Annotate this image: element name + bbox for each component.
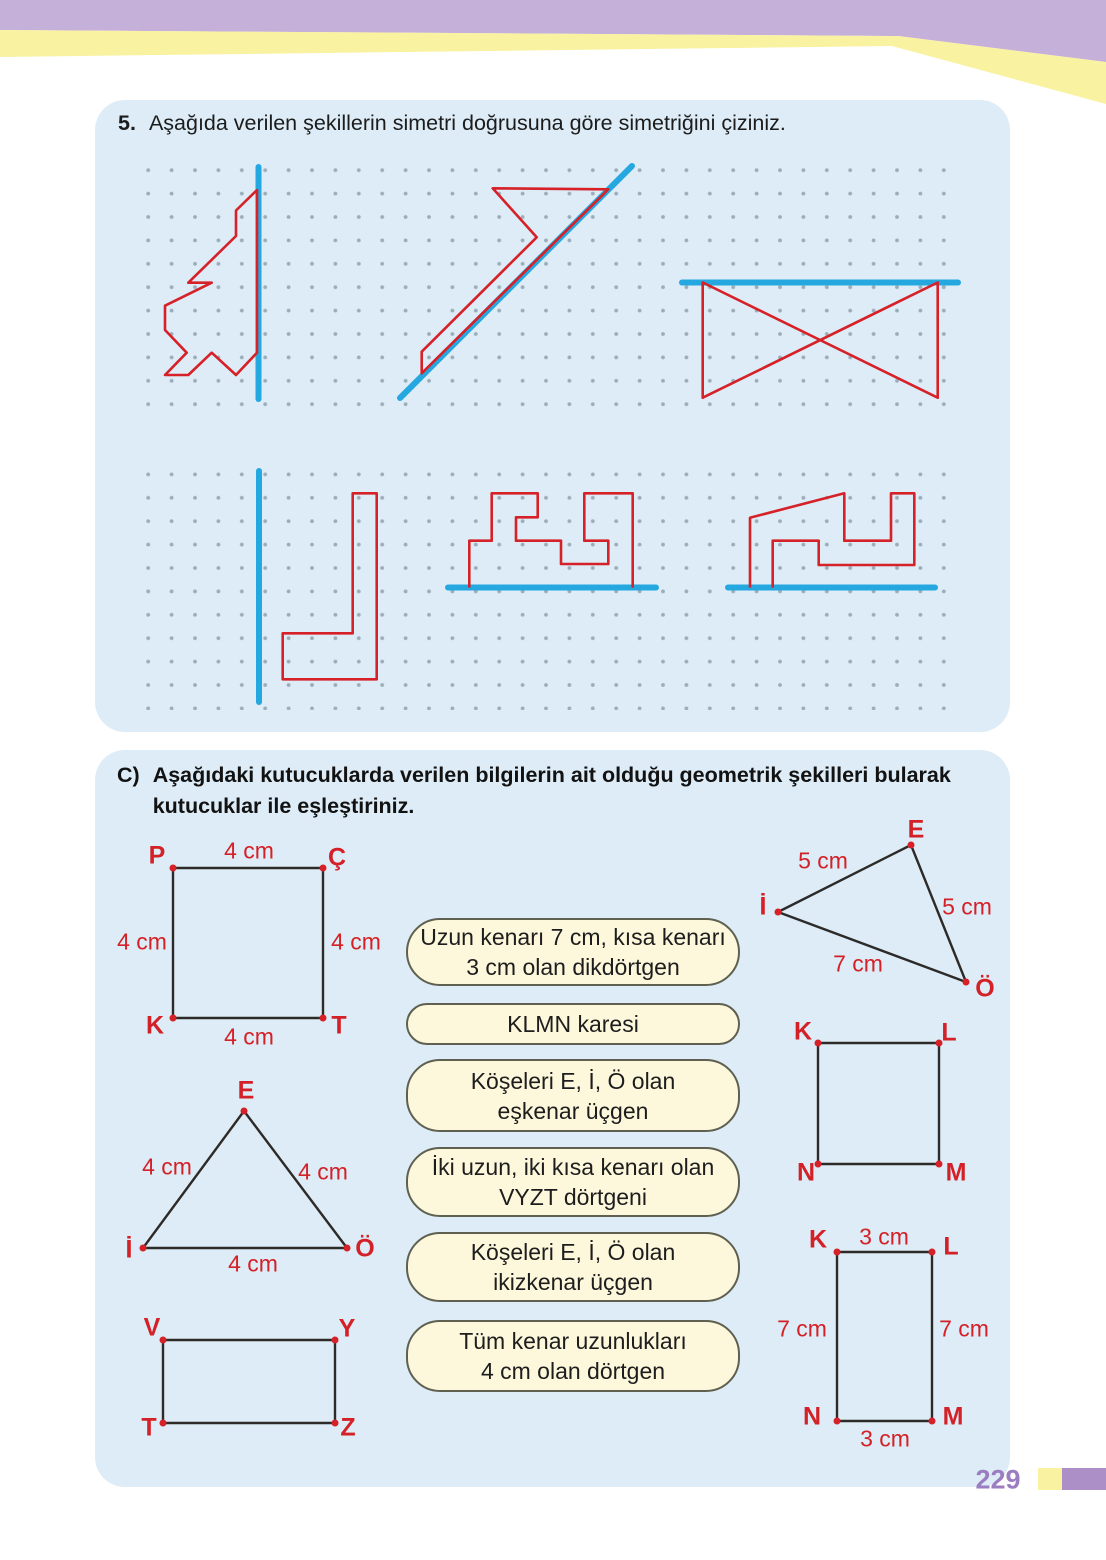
right-square-vertex-l: L: [941, 1018, 957, 1047]
section-c-label: C): [117, 763, 140, 787]
left-triangle-vertex-o: Ö: [355, 1234, 375, 1263]
right-rect-measure-left: 7 cm: [777, 1315, 827, 1342]
left-rect-vertex-y: Y: [338, 1314, 356, 1343]
right-triangle-vertex-o: Ö: [975, 974, 995, 1003]
right-triangle-measure-bottom: 7 cm: [833, 950, 883, 977]
right-triangle-measure-left: 5 cm: [798, 847, 848, 874]
left-square-vertex-k: K: [145, 1011, 165, 1040]
footer-yellow-tab: [1038, 1468, 1062, 1490]
left-triangle-vertex-i: İ: [125, 1235, 133, 1264]
left-triangle-vertex-e: E: [237, 1076, 255, 1105]
header-decoration: [0, 0, 1106, 104]
question-number: 5.: [118, 111, 136, 135]
left-square-vertex-c: Ç: [327, 843, 347, 872]
left-square-measure-top: 4 cm: [224, 837, 274, 864]
right-square-vertex-m: M: [945, 1158, 967, 1187]
page-number: 229: [975, 1464, 1021, 1495]
right-rect-vertex-n: N: [802, 1402, 822, 1431]
left-square-measure-bottom: 4 cm: [224, 1023, 274, 1050]
footer-purple-tab: [1062, 1468, 1106, 1490]
left-rect-vertex-z: Z: [340, 1413, 356, 1442]
right-rect-vertex-m: M: [942, 1402, 964, 1431]
question-5-heading: 5. Aşağıda verilen şekillerin simetri doğ…: [118, 111, 786, 136]
right-rect-measure-top: 3 cm: [859, 1223, 909, 1250]
section-c-heading: C) Aşağıdaki kutucuklarda verilen bilgil…: [117, 760, 951, 822]
left-square-measure-left: 4 cm: [117, 928, 167, 955]
right-square-vertex-k: K: [793, 1017, 813, 1046]
right-rect-vertex-l: L: [943, 1232, 959, 1261]
header-purple-band: [0, 0, 1106, 62]
left-square-vertex-t: T: [331, 1011, 347, 1040]
question-text: Aşağıda verilen şekillerin simetri doğru…: [148, 111, 786, 135]
section-c-text: Aşağıdaki kutucuklarda verilen bilgileri…: [152, 763, 951, 818]
right-triangle-vertex-i: İ: [759, 892, 767, 921]
left-rect-vertex-t: T: [141, 1413, 157, 1442]
left-square-vertex-p: P: [148, 841, 166, 870]
question-5-panel[interactable]: [95, 100, 1010, 732]
left-rect-vertex-v: V: [143, 1313, 161, 1342]
left-triangle-measure-bottom: 4 cm: [228, 1250, 278, 1277]
left-square-measure-right: 4 cm: [331, 928, 381, 955]
right-triangle-vertex-e: E: [907, 815, 925, 844]
right-rect-measure-right: 7 cm: [939, 1315, 989, 1342]
match-box-klmn-square[interactable]: KLMN karesi: [406, 1003, 740, 1045]
left-triangle-measure-left: 4 cm: [142, 1153, 192, 1180]
right-square-vertex-n: N: [796, 1158, 816, 1187]
right-rect-measure-bottom: 3 cm: [860, 1425, 910, 1452]
right-rect-vertex-k: K: [808, 1225, 828, 1254]
right-triangle-measure-right: 5 cm: [942, 893, 992, 920]
header-yellow-band: [0, 30, 1106, 104]
left-triangle-measure-right: 4 cm: [298, 1158, 348, 1185]
